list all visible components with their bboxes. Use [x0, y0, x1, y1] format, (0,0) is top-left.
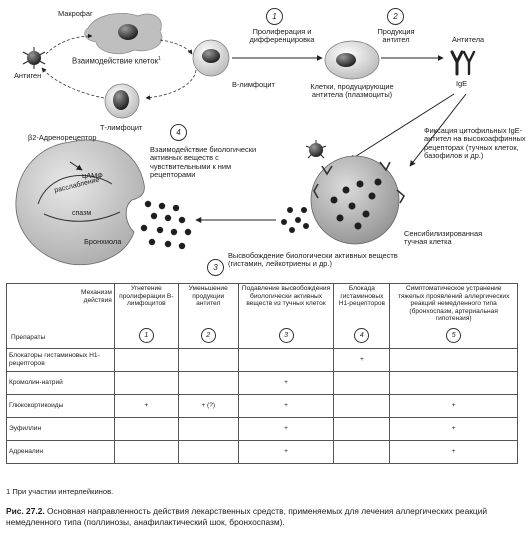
release-label: Высвобождение биологически активных веще…: [228, 251, 398, 269]
mark-cell: +: [389, 394, 518, 418]
mark-cell: [333, 417, 391, 441]
mediator-dots: [140, 200, 192, 250]
drug-name: Глюкокортикоиды: [6, 394, 115, 418]
mast-cell-label: Сенсибилизированная тучная клетка: [404, 229, 483, 247]
beta2-receptor-label: β2-Адренорецептор: [28, 133, 97, 142]
table-row: Блокаторы гистаминовых H1-рецепторов +: [6, 348, 518, 372]
table-corner-cell: Механизм действия Препараты: [6, 283, 115, 349]
mark-cell: [177, 371, 239, 395]
b-lymphocyte-cell: [192, 39, 230, 77]
mark-cell: +: [389, 440, 518, 464]
plasmocyte-cell: [324, 40, 380, 80]
macrophage-label: Макрофаг: [58, 9, 93, 18]
column-title: Уменьшение продукции антител: [188, 285, 228, 308]
column-header: Уменьшение продукции антител 2: [177, 283, 239, 349]
cell-interaction-loop: [41, 33, 197, 101]
step-4-marker: 4: [170, 124, 187, 141]
mark-cell: +: [237, 371, 335, 395]
corner-drugs-label: Препараты: [11, 334, 46, 342]
released-granules: [281, 207, 309, 233]
column-header: Симптоматическое устранение тяжелых проя…: [389, 283, 518, 349]
table-header-row: Механизм действия Препараты Угнетение пр…: [6, 283, 518, 349]
step-3-marker: 3: [207, 259, 224, 276]
column-number-marker: 2: [200, 328, 216, 343]
mark-cell: [177, 440, 239, 464]
column-header: Угнетение пролиферации В-лимфоцитов 1: [113, 283, 179, 349]
mark-cell: [389, 348, 518, 372]
mark-cell: [113, 371, 179, 395]
macrophage-cell: [84, 13, 163, 54]
plasmocyte-label: Клетки, продуцирующие антитела (плазмоци…: [310, 82, 394, 100]
table-row: Кромолин-натрий +: [6, 371, 518, 395]
column-header: Блокада гистаминовых H1-рецепторов 4: [333, 283, 391, 349]
antibody-production-label: Продукция антител: [377, 27, 415, 45]
mark-cell: [113, 440, 179, 464]
mark-cell: +: [237, 394, 335, 418]
drug-mechanism-table: Механизм действия Препараты Угнетение пр…: [6, 283, 518, 464]
mark-cell: [177, 348, 239, 372]
footnote: 1 При участии интерлейкинов.: [6, 487, 114, 496]
table-row: Глюкокортикоиды + + (?) + +: [6, 394, 518, 418]
mast-cell: [310, 155, 406, 245]
column-number-marker: 4: [354, 328, 370, 343]
step-1-marker: 1: [266, 8, 283, 25]
drug-name: Блокаторы гистаминовых H1-рецепторов: [6, 348, 115, 372]
footnote-marker: 1: [158, 56, 161, 62]
camp-label: цАМФ: [82, 171, 103, 180]
ige-fixation-label: Фиксация цитофильных IgE-антител на высо…: [424, 126, 526, 161]
column-header: Подавление высвобождения биологически ак…: [237, 283, 335, 349]
antigen-particle: [22, 47, 46, 69]
column-title: Блокада гистаминовых H1-рецепторов: [338, 285, 386, 308]
drug-name: Адреналин: [6, 440, 115, 464]
column-title: Угнетение пролиферации В-лимфоцитов: [119, 285, 174, 308]
ige-fixation-arrows: [349, 93, 467, 167]
corner-mechanism-label: Механизм действия: [81, 289, 112, 304]
table-row: Адреналин + +: [6, 440, 518, 464]
mark-cell: [113, 417, 179, 441]
allergy-mechanism-diagram: [15, 13, 476, 266]
column-title: Подавление высвобождения биологически ак…: [241, 285, 331, 308]
bronchiole-cell: [15, 139, 145, 266]
proliferation-label: Пролиферация и дифференцировка: [249, 27, 315, 45]
drug-name: Кромолин-натрий: [6, 371, 115, 395]
mark-cell: [389, 371, 518, 395]
mark-cell: +: [237, 440, 335, 464]
ige-label: IgE: [456, 79, 468, 88]
antibodies-label: Антитела: [452, 35, 485, 44]
receptor-interaction-label: Взаимодействие биологически активных вещ…: [150, 145, 257, 180]
mark-cell: [177, 417, 239, 441]
mark-cell: [333, 394, 391, 418]
mark-cell: + (?): [177, 394, 239, 418]
column-title: Симптоматическое устранение тяжелых проя…: [397, 285, 510, 323]
spasm-label: спазм: [72, 210, 92, 217]
column-number-marker: 1: [138, 328, 154, 343]
bronchiole-label: Бронхиола: [84, 237, 122, 246]
caption-text: Основная направленность действия лекарст…: [6, 506, 488, 527]
cell-interaction-label: Взаимодействие клеток1: [72, 56, 161, 66]
mark-cell: [333, 371, 391, 395]
column-number-marker: 5: [446, 328, 462, 343]
drug-name: Эуфиллин: [6, 417, 115, 441]
mark-cell: [333, 440, 391, 464]
step-2-marker: 2: [387, 8, 404, 25]
t-lymphocyte-label: Т-лимфоцит: [100, 123, 143, 132]
t-lymphocyte-cell: [104, 83, 140, 119]
mark-cell: +: [389, 417, 518, 441]
column-number-marker: 3: [278, 328, 294, 343]
mark-cell: +: [237, 417, 335, 441]
mark-cell: [237, 348, 335, 372]
mark-cell: +: [113, 394, 179, 418]
figure-caption: Рис. 27.2. Основная направленность дейст…: [6, 506, 521, 528]
antigen-label: Антиген: [14, 71, 42, 80]
mark-cell: [113, 348, 179, 372]
table-row: Эуфиллин + +: [6, 417, 518, 441]
antigen-bound-icon: [305, 140, 327, 159]
figure-number: Рис. 27.2.: [6, 506, 45, 516]
ige-antibody-icon: [450, 50, 476, 76]
b-lymphocyte-label: В-лимфоцит: [232, 80, 275, 89]
mark-cell: +: [333, 348, 391, 372]
